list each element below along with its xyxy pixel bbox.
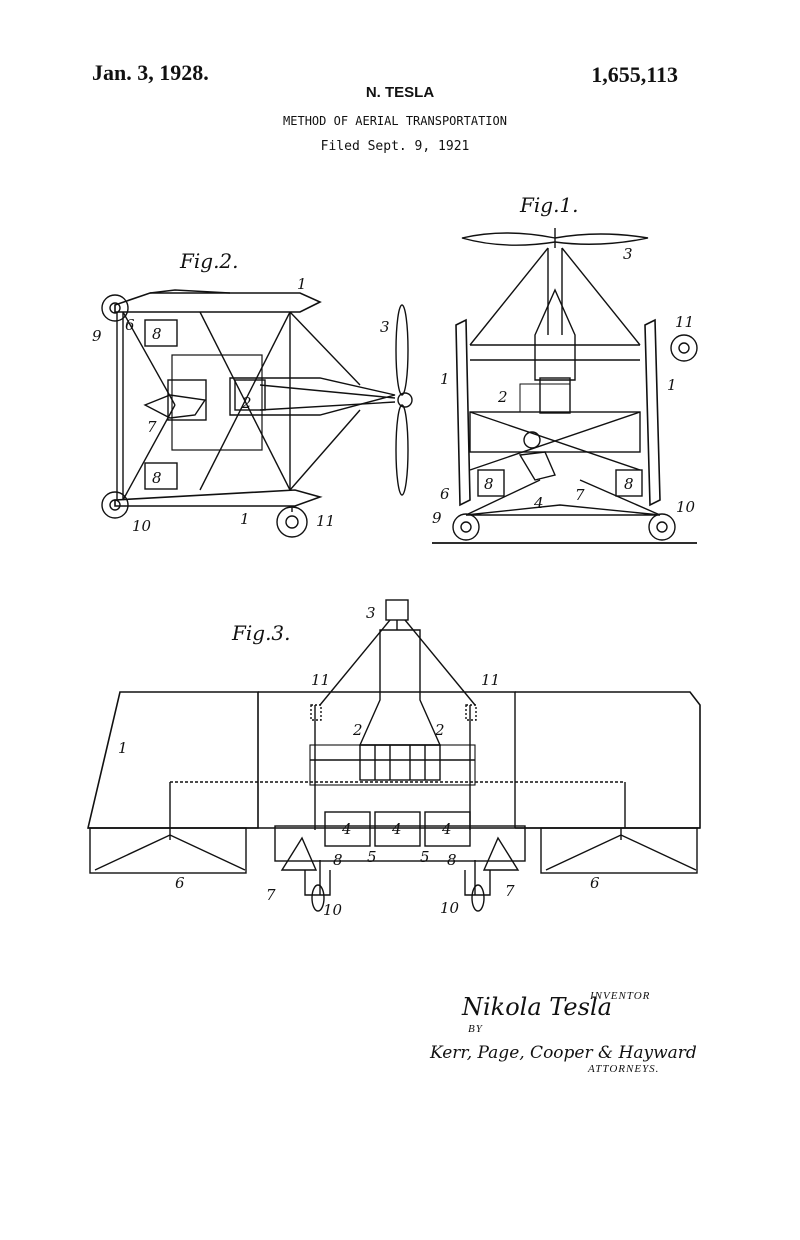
ref-7-fig1: 7 — [575, 486, 585, 504]
fig2-label: Fig.2. — [179, 249, 239, 273]
ref-6-fig3-left: 6 — [175, 874, 185, 892]
ref-4-fig3-b: 4 — [391, 820, 402, 838]
ref-10-fig1: 10 — [676, 498, 696, 516]
ref-11-fig1: 11 — [675, 313, 694, 331]
signature-block: INVENTOR Nikola Tesla BY Kerr, Page, Coo… — [429, 990, 697, 1075]
ref-4-fig1: 4 — [533, 494, 544, 512]
ref-2-fig3-right: 2 — [434, 721, 445, 739]
ref-6-fig3-right: 6 — [590, 874, 600, 892]
ref-8-fig2-top: 8 — [152, 325, 162, 343]
ref-4-fig3-a: 4 — [341, 820, 352, 838]
ref-4-fig3-c: 4 — [441, 820, 452, 838]
ref-11-fig2: 11 — [316, 512, 335, 530]
ref-6-fig1: 6 — [440, 485, 450, 503]
ref-1-fig1-left: 1 — [440, 370, 450, 388]
ref-9-fig2: 9 — [92, 327, 102, 345]
ref-3-fig1: 3 — [623, 245, 633, 263]
ref-2-fig1: 2 — [497, 388, 508, 406]
ref-6-fig2: 6 — [125, 316, 135, 334]
ref-3-fig2: 3 — [380, 318, 390, 336]
ref-1-fig3: 1 — [118, 739, 128, 757]
inventor-signature: Nikola Tesla — [461, 993, 612, 1021]
ref-8-fig1-left: 8 — [484, 475, 494, 493]
ref-10-fig3-right: 10 — [440, 899, 460, 917]
fig3-drawing — [88, 600, 700, 911]
fig1-label: Fig.1. — [519, 193, 579, 217]
ref-2-fig2: 2 — [241, 394, 252, 412]
ref-9-fig1: 9 — [432, 509, 442, 527]
by-caption: BY — [468, 1023, 484, 1035]
ref-3-fig3: 3 — [366, 604, 376, 622]
fig3-label: Fig.3. — [231, 621, 291, 645]
ref-7-fig3-right: 7 — [505, 882, 515, 900]
attorney-caption: ATTORNEYS. — [587, 1063, 659, 1075]
attorney-signature: Kerr, Page, Cooper & Hayward — [429, 1043, 697, 1063]
ref-1-fig2-top: 1 — [297, 275, 307, 293]
ref-10-fig2: 10 — [132, 517, 152, 535]
ref-7-fig3-left: 7 — [266, 886, 276, 904]
fig1-drawing — [432, 228, 697, 543]
ref-11-fig3-left: 11 — [311, 671, 330, 689]
ref-7-fig2: 7 — [147, 418, 157, 436]
ref-8-fig3-right: 8 — [447, 851, 457, 869]
ref-1-fig1-right: 1 — [667, 376, 677, 394]
ref-11-fig3-right: 11 — [481, 671, 500, 689]
fig2-drawing — [102, 290, 412, 537]
ref-5-fig3-left: 5 — [367, 848, 377, 866]
ref-10-fig3-left: 10 — [323, 901, 343, 919]
ref-2-fig3-left: 2 — [352, 721, 363, 739]
ref-8-fig2-bottom: 8 — [152, 469, 162, 487]
ref-5-fig3-right: 5 — [420, 848, 430, 866]
ref-8-fig3-left: 8 — [333, 851, 343, 869]
ref-1-fig2-bottom: 1 — [240, 510, 250, 528]
ref-8-fig1-right: 8 — [624, 475, 634, 493]
